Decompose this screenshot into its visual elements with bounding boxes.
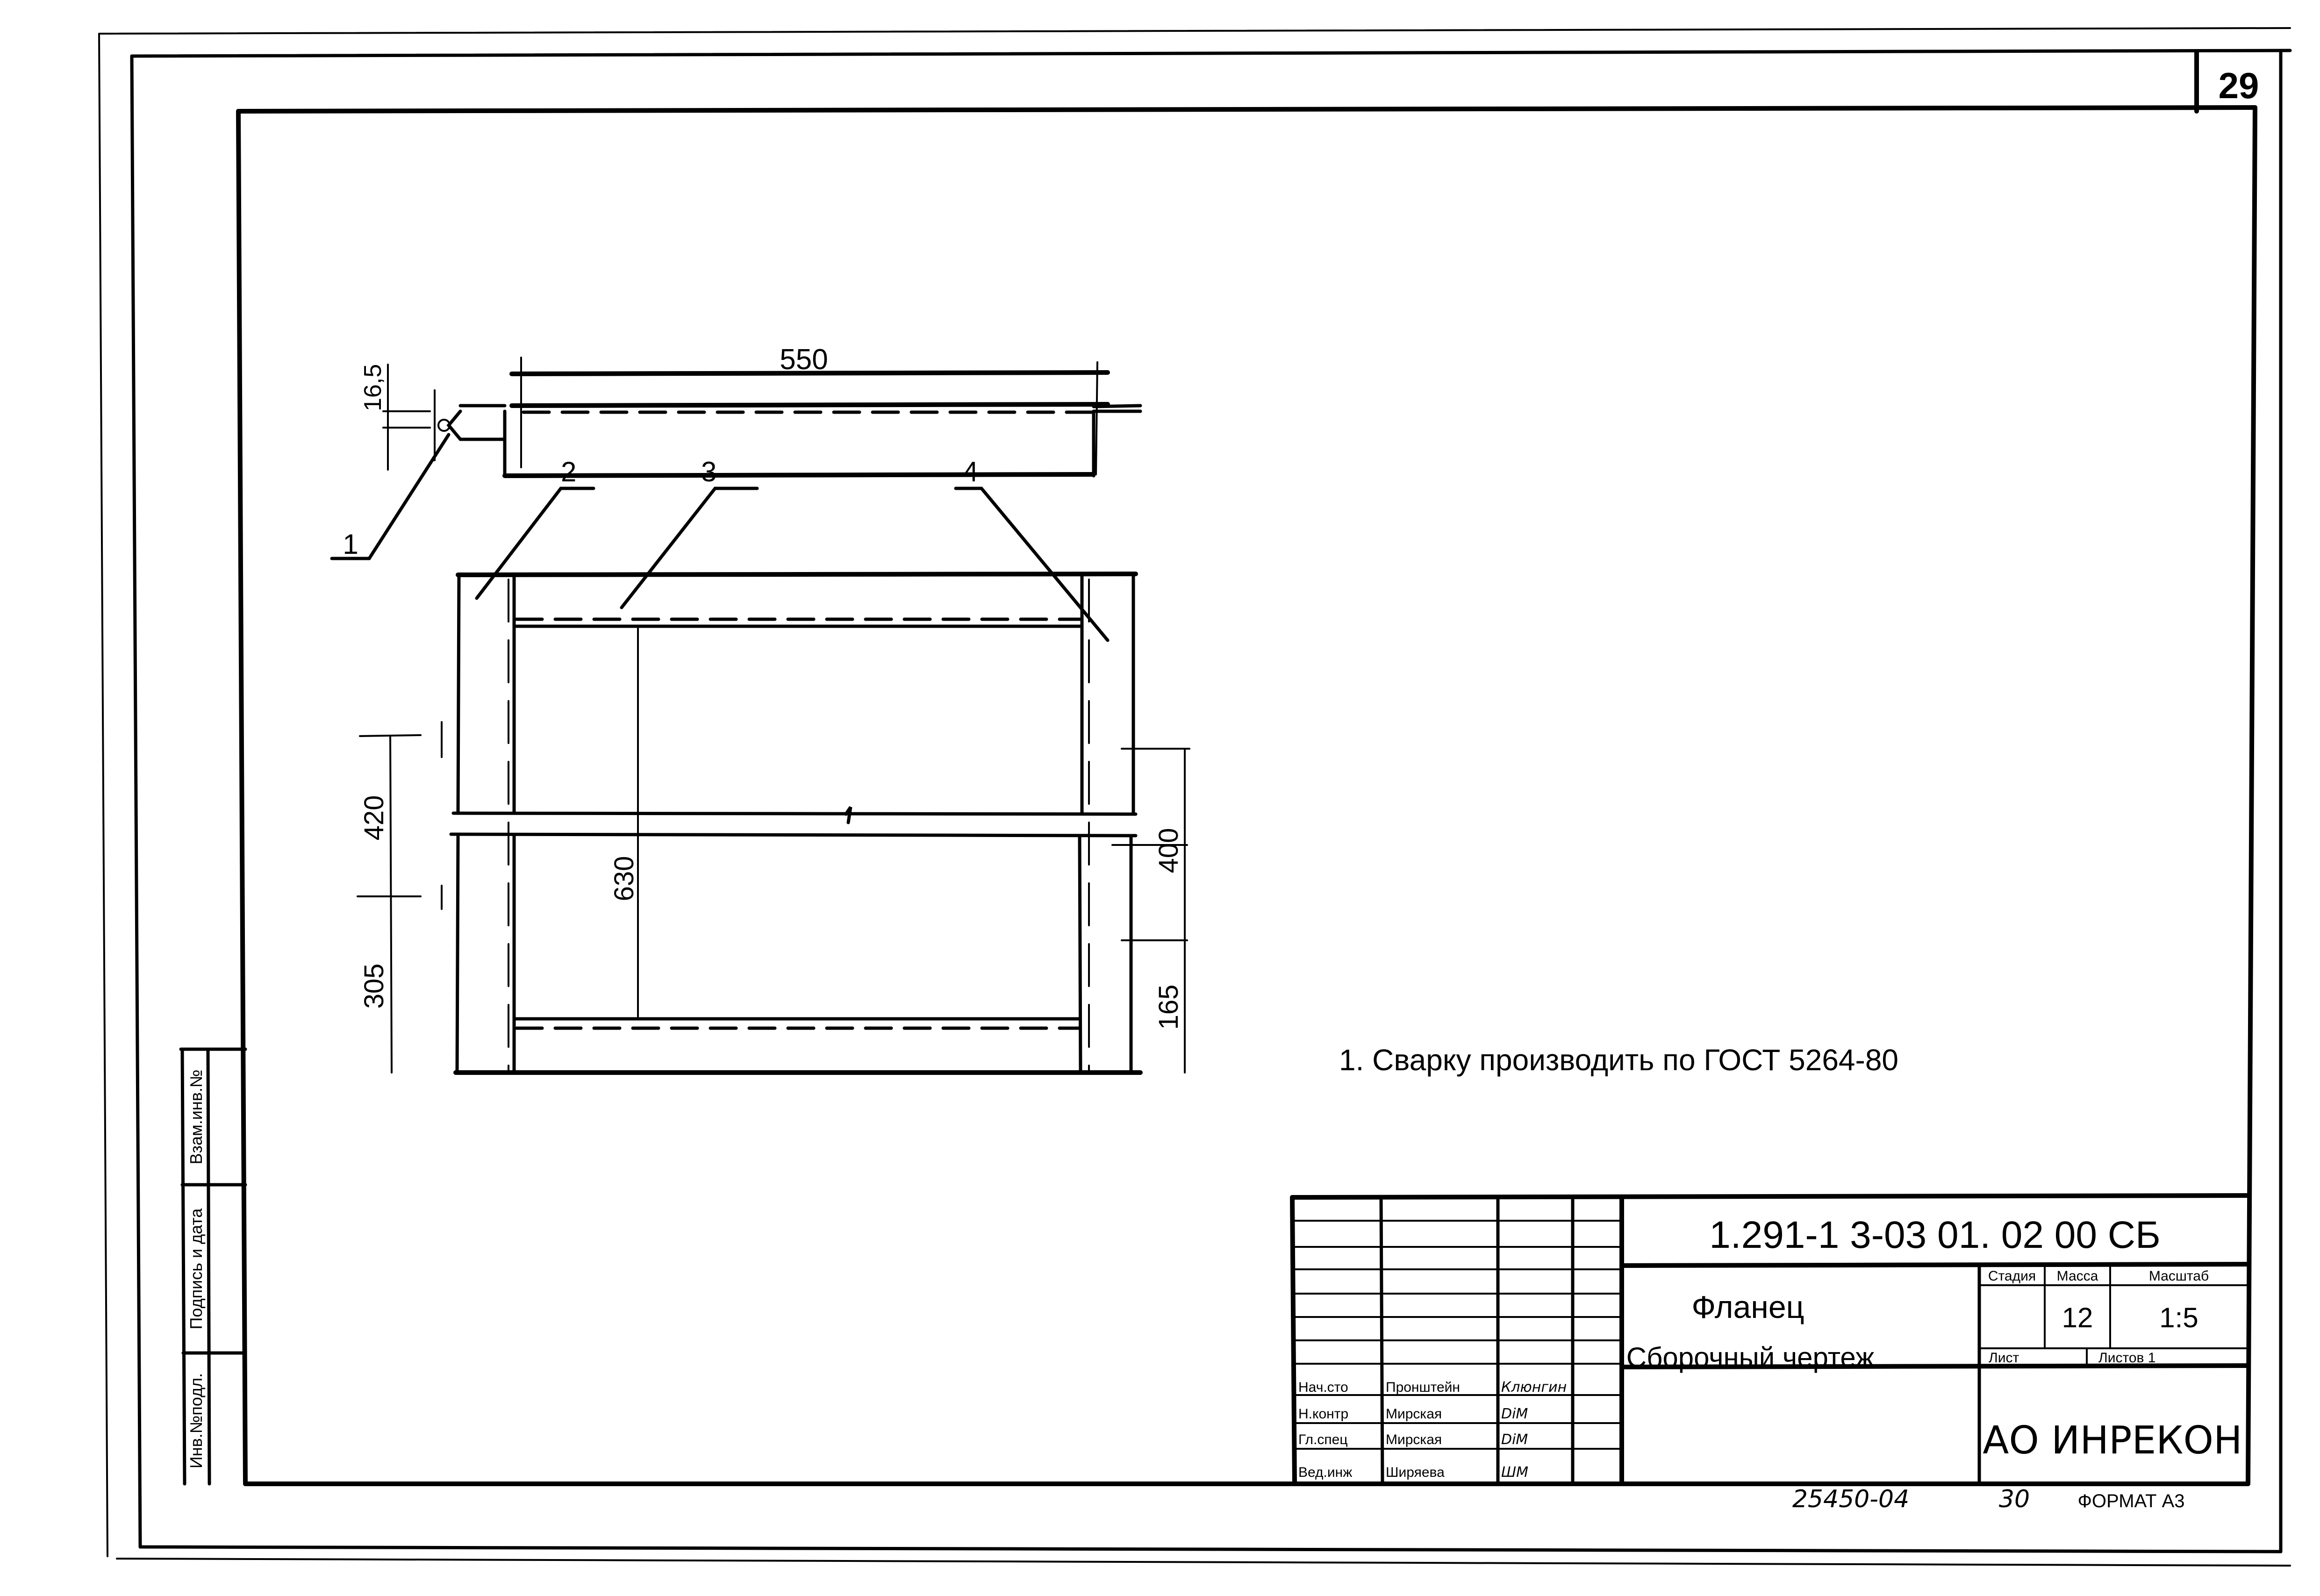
section-view: 550 16,5	[359, 344, 1142, 478]
dimension-165: 165	[1153, 985, 1184, 1030]
value-scale: 1:5	[2159, 1302, 2198, 1333]
sig-role-1: Н.контр	[1298, 1406, 1348, 1422]
sig-sign-1: DiM	[1501, 1406, 1528, 1422]
organization: АО ИНРЕКОН	[1983, 1418, 2242, 1463]
sheet-label: Лист	[1989, 1350, 2019, 1366]
header-mass: Масса	[2057, 1268, 2098, 1284]
dimension-height: 16,5	[359, 364, 387, 411]
header-stage: Стадия	[1988, 1268, 2036, 1284]
sig-role-2: Гл.спец	[1298, 1432, 1348, 1447]
callout-1: 1	[343, 529, 358, 560]
page-number: 29	[2219, 65, 2259, 106]
copy-number: 30	[1999, 1485, 2030, 1513]
sig-name-2: Мирская	[1386, 1432, 1442, 1447]
drawing-type: Сборочный чертеж	[1626, 1342, 1875, 1373]
archive-number: 25450-04	[1792, 1485, 1909, 1513]
sheets-label: Листов 1	[2098, 1350, 2156, 1366]
sig-name-3: Ширяева	[1386, 1465, 1445, 1480]
dimension-400: 400	[1153, 828, 1184, 873]
callout-3: 3	[701, 456, 716, 487]
page-number-box: 29	[2194, 50, 2259, 114]
sig-sign-3: ШМ	[1501, 1464, 1528, 1481]
value-mass: 12	[2062, 1302, 2093, 1333]
callout-2: 2	[561, 456, 576, 487]
callouts: 1 2 3 4	[330, 433, 1110, 642]
stamp-inventory: Инв.№подл.	[186, 1373, 206, 1468]
side-stamp: Инв.№подл. Подпись и дата Взам.инв.№	[179, 1047, 247, 1486]
dimension-420: 420	[359, 795, 389, 841]
document-code: 1.291-1 3-03 01. 02 00 СБ	[1709, 1214, 2161, 1256]
dimension-length: 550	[780, 344, 828, 376]
sig-sign-2: DiM	[1501, 1431, 1528, 1448]
stamp-signature-date: Подпись и дата	[186, 1208, 206, 1330]
outer-frame	[98, 27, 2292, 1567]
sig-sign-0: Клюнгин	[1501, 1379, 1567, 1396]
dimension-630: 630	[609, 856, 639, 902]
plan-view: 630 420 305 400 165	[357, 572, 1190, 1075]
title-block: 1.291-1 3-03 01. 02 00 СБ Фланец Сборочн…	[1290, 1193, 2250, 1486]
sig-name-1: Мирская	[1386, 1406, 1442, 1422]
note-welding: 1. Сварку производить по ГОСТ 5264-80	[1339, 1043, 1898, 1077]
dimension-305: 305	[359, 964, 389, 1009]
inner-frame	[236, 105, 2257, 1486]
stamp-replace-inventory: Взам.инв.№	[186, 1069, 206, 1164]
format-label: ФОРМАТ А3	[2077, 1491, 2184, 1511]
header-scale: Масштаб	[2149, 1268, 2209, 1284]
part-name: Фланец	[1691, 1289, 1804, 1325]
callout-4: 4	[963, 456, 978, 487]
sig-role-3: Вед.инж	[1298, 1465, 1352, 1480]
sig-role-0: Нач.сто	[1298, 1380, 1348, 1395]
sig-name-0: Пронштейн	[1386, 1380, 1460, 1395]
